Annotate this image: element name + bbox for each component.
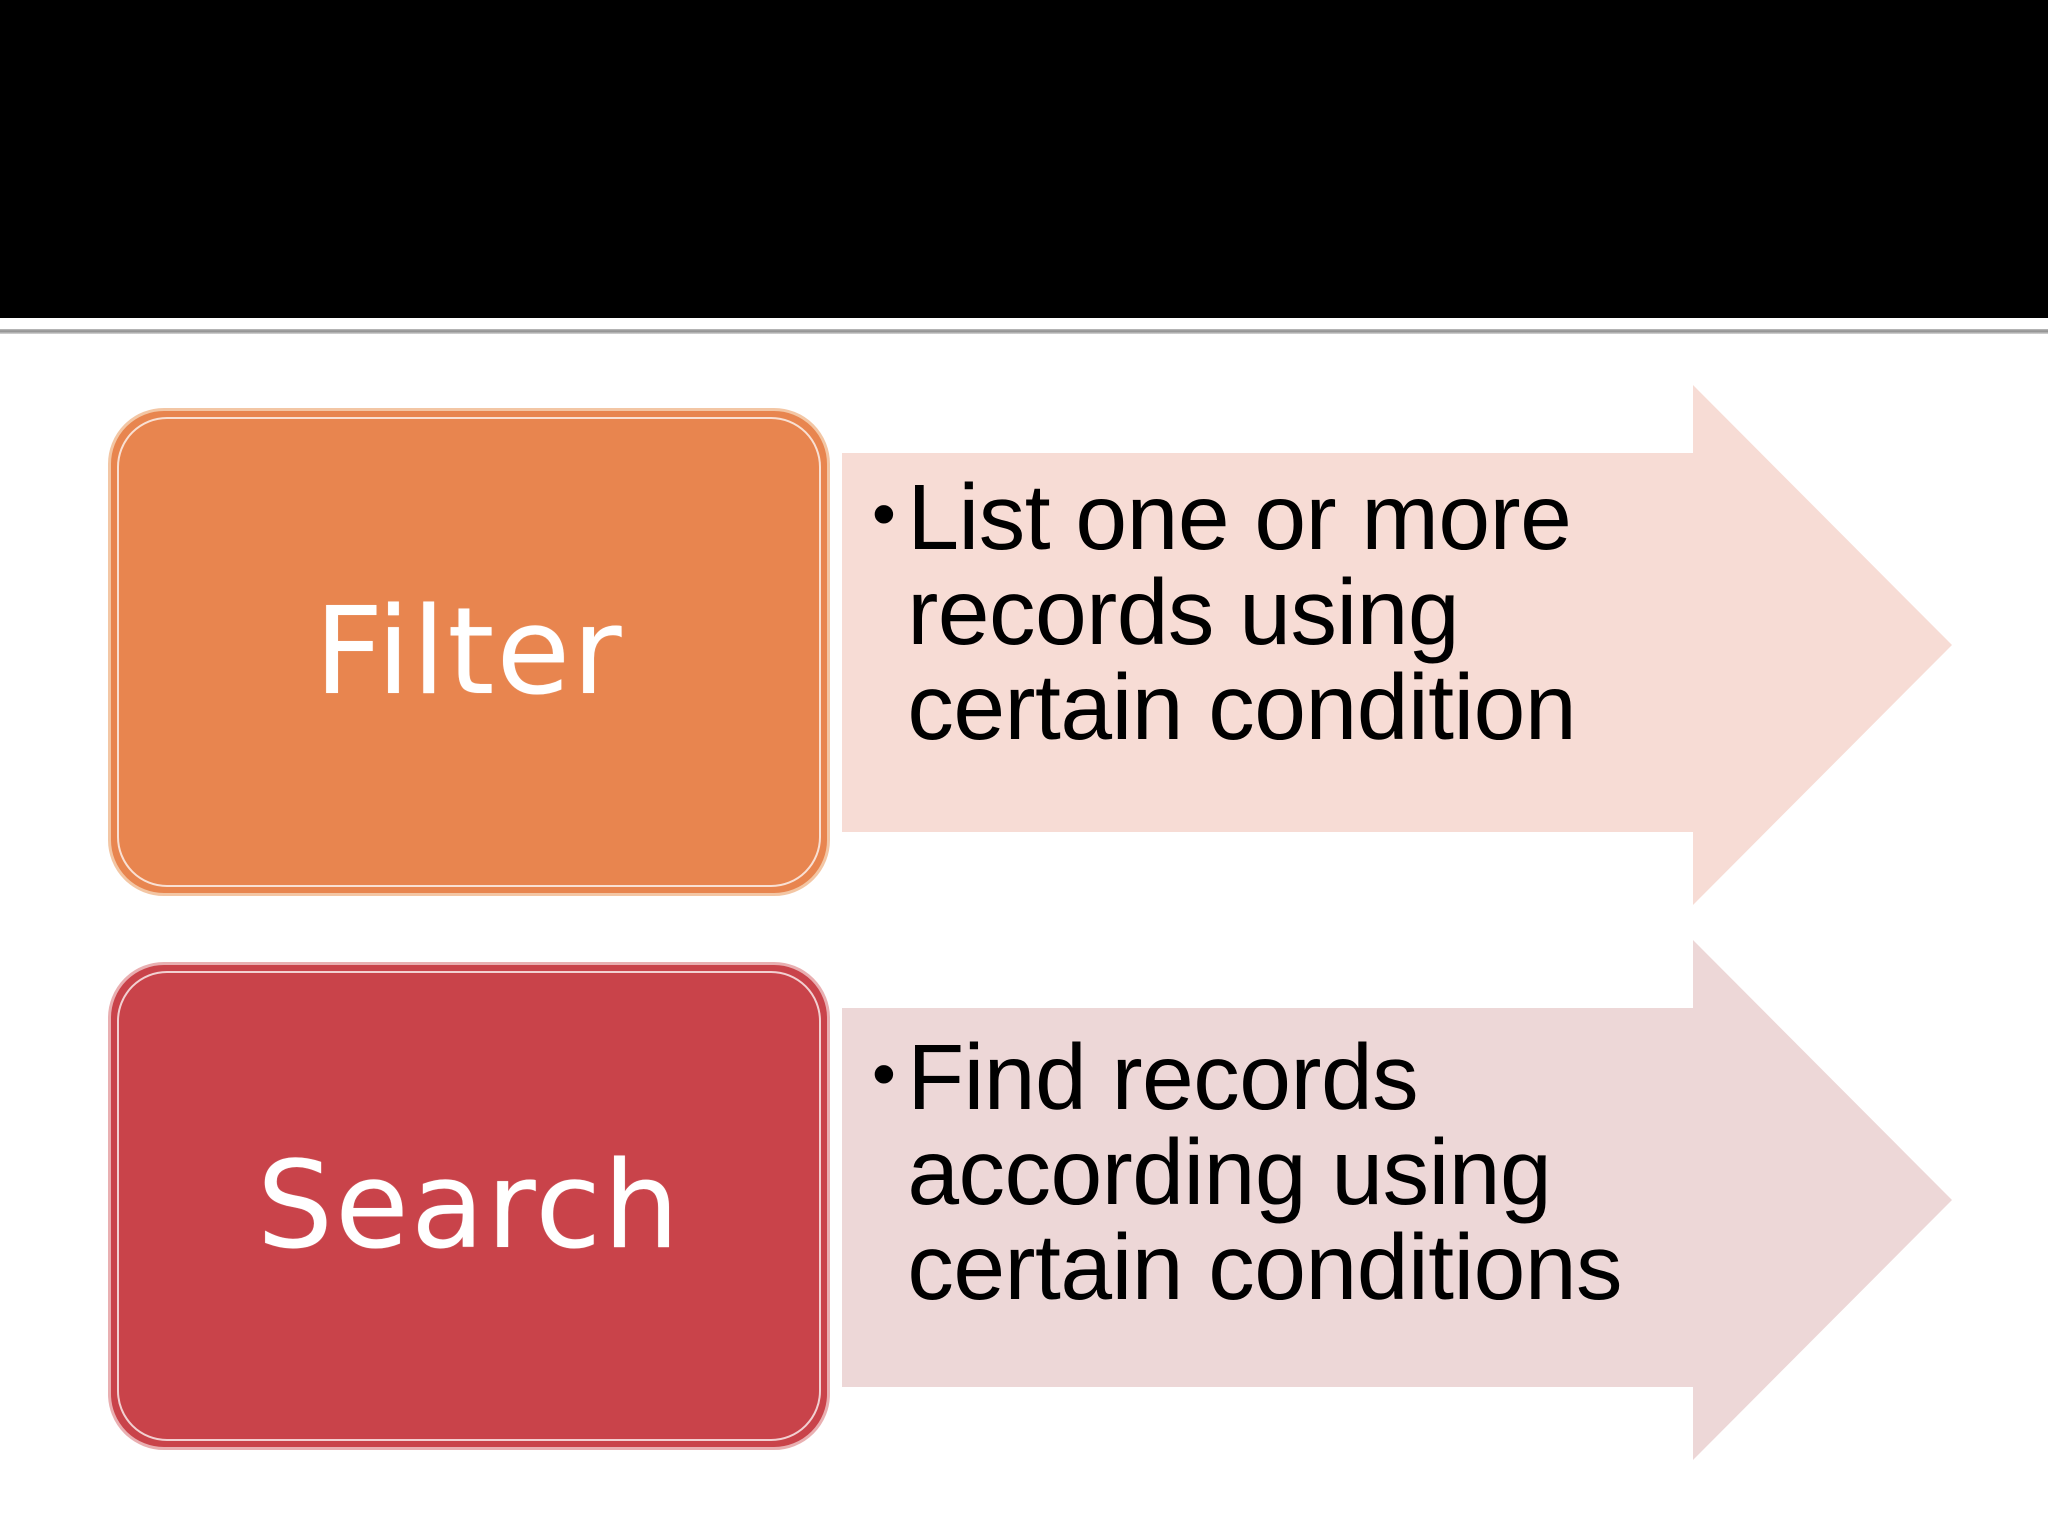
arrow-shape-filter — [842, 385, 1952, 905]
arrow-text-filter-body: List one or more records using certain c… — [907, 465, 1577, 759]
label-box-search[interactable]: Search — [108, 962, 830, 1450]
arrow-text-filter: • List one or more records using certain… — [872, 470, 1692, 755]
label-box-search-text: Search — [256, 1136, 682, 1276]
top-black-banner — [0, 0, 2048, 318]
arrow-text-search: • Find records according using certain c… — [872, 1030, 1732, 1315]
label-box-filter[interactable]: Filter — [108, 408, 830, 896]
arrow-shape-search — [842, 940, 1952, 1460]
arrow-text-search-body: Find records according using certain con… — [907, 1025, 1623, 1319]
bullet-icon: • — [872, 476, 896, 552]
bullet-icon: • — [872, 1036, 896, 1112]
label-box-filter-text: Filter — [314, 582, 624, 722]
banner-divider-line — [0, 329, 2048, 334]
